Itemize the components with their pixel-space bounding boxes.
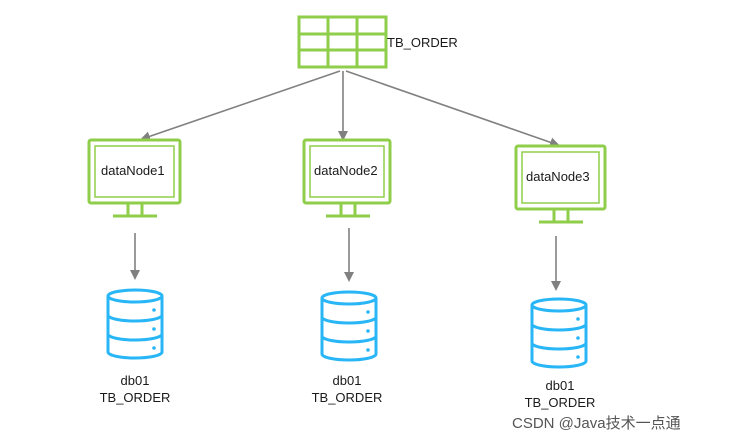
- monitor-icon: [514, 144, 607, 224]
- monitor-icon: [302, 138, 392, 218]
- table-to-node-arrows: [140, 70, 560, 148]
- arrow-to-datanode1: [140, 70, 341, 142]
- db2-table-name: TB_ORDER: [311, 390, 383, 405]
- database-icon: [106, 288, 164, 360]
- db3-table-name: TB_ORDER: [524, 395, 596, 410]
- datanode1-label: dataNode1: [101, 163, 165, 178]
- db3-caption: db01 TB_ORDER: [510, 377, 610, 411]
- db3-database-name: db01: [545, 378, 575, 393]
- db2-database-name: db01: [332, 373, 362, 388]
- db1-database-name: db01: [120, 373, 150, 388]
- db1-caption: db01 TB_ORDER: [85, 372, 185, 406]
- watermark: CSDN @Java技术一点通: [512, 415, 681, 432]
- db2-caption: db01 TB_ORDER: [297, 372, 397, 406]
- table-icon: [297, 15, 388, 69]
- db1-table-name: TB_ORDER: [99, 390, 171, 405]
- table-label: TB_ORDER: [387, 35, 458, 50]
- arrow-to-datanode3: [345, 70, 560, 148]
- database-icon: [530, 297, 588, 369]
- database-icon: [320, 290, 378, 362]
- datanode2-label: dataNode2: [314, 163, 378, 178]
- node-to-db-arrows: [130, 228, 561, 291]
- monitor-icon: [87, 138, 182, 218]
- datanode3-label: dataNode3: [526, 169, 590, 184]
